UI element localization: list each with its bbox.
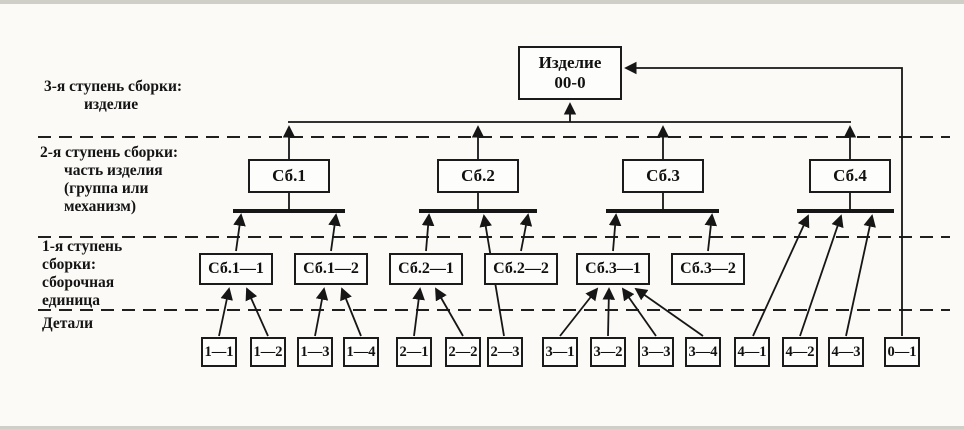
flow-arrows: [218, 61, 903, 337]
box-part-0-1: 0—1: [884, 337, 920, 367]
box-part-1-1: 1—1: [201, 337, 237, 367]
box-sb-2-2: Сб.2—2: [484, 253, 558, 285]
box-sb-3-1: Сб.3—1: [576, 253, 650, 285]
box-part-2-1: 2—1: [396, 337, 432, 367]
label-stage-3: 3-я ступень сборки: изделие: [44, 78, 183, 113]
scan-artifact-top: [0, 0, 964, 4]
part-0-1-arrow: [624, 61, 903, 336]
box-part-1-3: 1—3: [297, 337, 333, 367]
box-sb-2-1: Сб.2—1: [389, 253, 463, 285]
label-stage-2: 2-я ступень сборки: часть изделия (групп…: [40, 144, 179, 215]
box-sb-3-2: Сб.3—2: [671, 253, 745, 285]
box-part-3-4: 3—4: [685, 337, 721, 367]
box-part-4-2: 4—2: [782, 337, 818, 367]
box-part-2-3: 2—3: [487, 337, 523, 367]
box-part-2-2: 2—2: [445, 337, 481, 367]
part-4-1-arrow: [752, 214, 810, 337]
box-part-3-1: 3—1: [542, 337, 578, 367]
box-sb-4: Сб.4: [809, 159, 891, 193]
box-part-1-2: 1—2: [250, 337, 286, 367]
box-part-4-3: 4—3: [828, 337, 864, 367]
box-sb-2: Сб.2: [437, 159, 519, 193]
box-sb-1: Сб.1: [248, 159, 330, 193]
box-part-4-1: 4—1: [734, 337, 770, 367]
box-product: Изделие 00-0: [518, 46, 622, 100]
box-sb-3: Сб.3: [622, 159, 704, 193]
box-part-3-3: 3—3: [638, 337, 674, 367]
box-sb-1-2: Сб.1—2: [294, 253, 368, 285]
scan-artifact-bottom: [0, 426, 964, 429]
part-4-2-arrow: [799, 214, 844, 337]
part-4-3-arrow: [845, 214, 876, 337]
label-details: Детали: [42, 315, 94, 332]
box-part-1-4: 1—4: [343, 337, 379, 367]
box-part-3-2: 3—2: [590, 337, 626, 367]
label-stage-1: 1-я ступень сборки: сборочная единица: [42, 238, 123, 309]
box-sb-1-1: Сб.1—1: [199, 253, 273, 285]
